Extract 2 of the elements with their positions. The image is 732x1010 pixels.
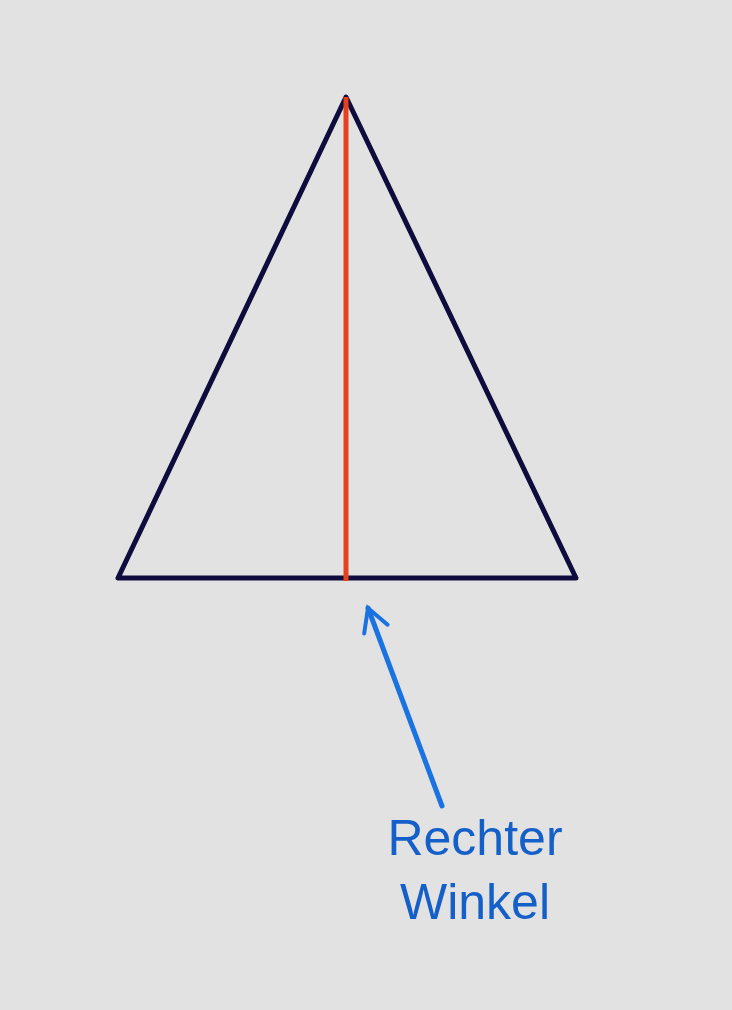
- arrow: [362, 605, 445, 809]
- callout-text: Rechter Winkel: [386, 809, 564, 932]
